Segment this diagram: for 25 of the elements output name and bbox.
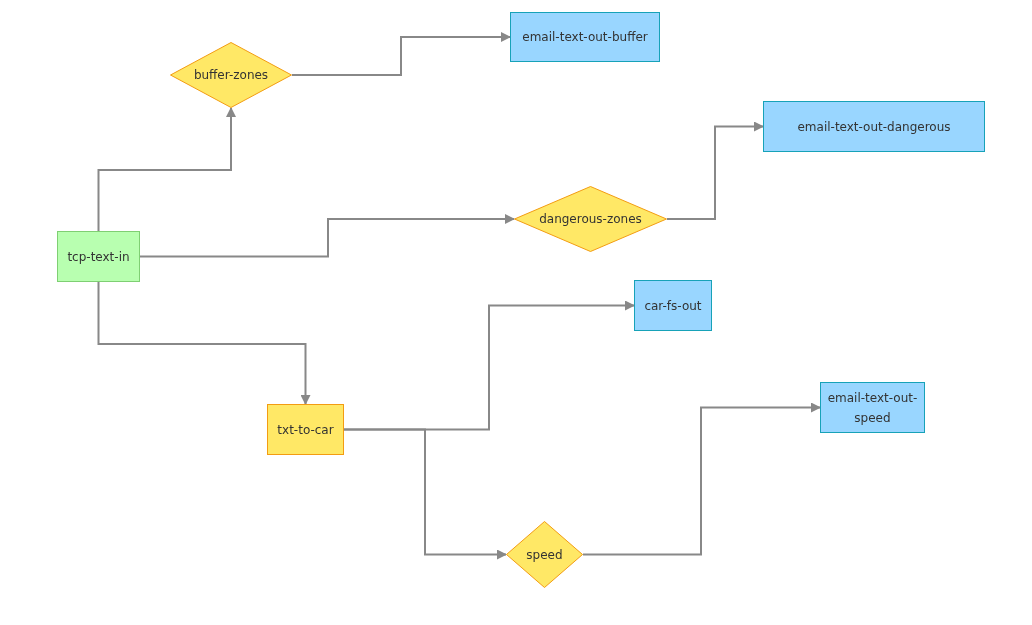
node-label: email-text-out-buffer bbox=[521, 29, 649, 46]
node-label: speed bbox=[525, 546, 564, 564]
node-label: email-text-out-speed bbox=[826, 389, 919, 427]
decision-diamond bbox=[514, 186, 667, 252]
node-label: txt-to-car bbox=[276, 421, 335, 439]
process-box bbox=[510, 12, 660, 62]
process-box bbox=[57, 231, 140, 282]
node-label: dangerous-zones bbox=[538, 211, 643, 228]
process-box bbox=[634, 280, 712, 331]
process-box bbox=[267, 404, 344, 455]
connector-arrow bbox=[97, 281, 311, 405]
process-box bbox=[763, 101, 985, 152]
connector-arrow bbox=[582, 402, 821, 556]
connector-arrow bbox=[291, 32, 511, 76]
connector-arrow bbox=[139, 214, 515, 258]
node-label: car-fs-out bbox=[643, 297, 703, 315]
process-box bbox=[820, 382, 925, 433]
connector-arrow bbox=[97, 107, 236, 232]
decision-diamond bbox=[170, 42, 292, 108]
node-label: email-text-out-dangerous bbox=[796, 118, 952, 136]
connector-arrow bbox=[666, 121, 764, 220]
connector-arrow bbox=[343, 428, 507, 560]
node-label: buffer-zones bbox=[192, 67, 270, 84]
node-label: tcp-text-in bbox=[66, 248, 131, 266]
decision-diamond bbox=[506, 521, 583, 588]
